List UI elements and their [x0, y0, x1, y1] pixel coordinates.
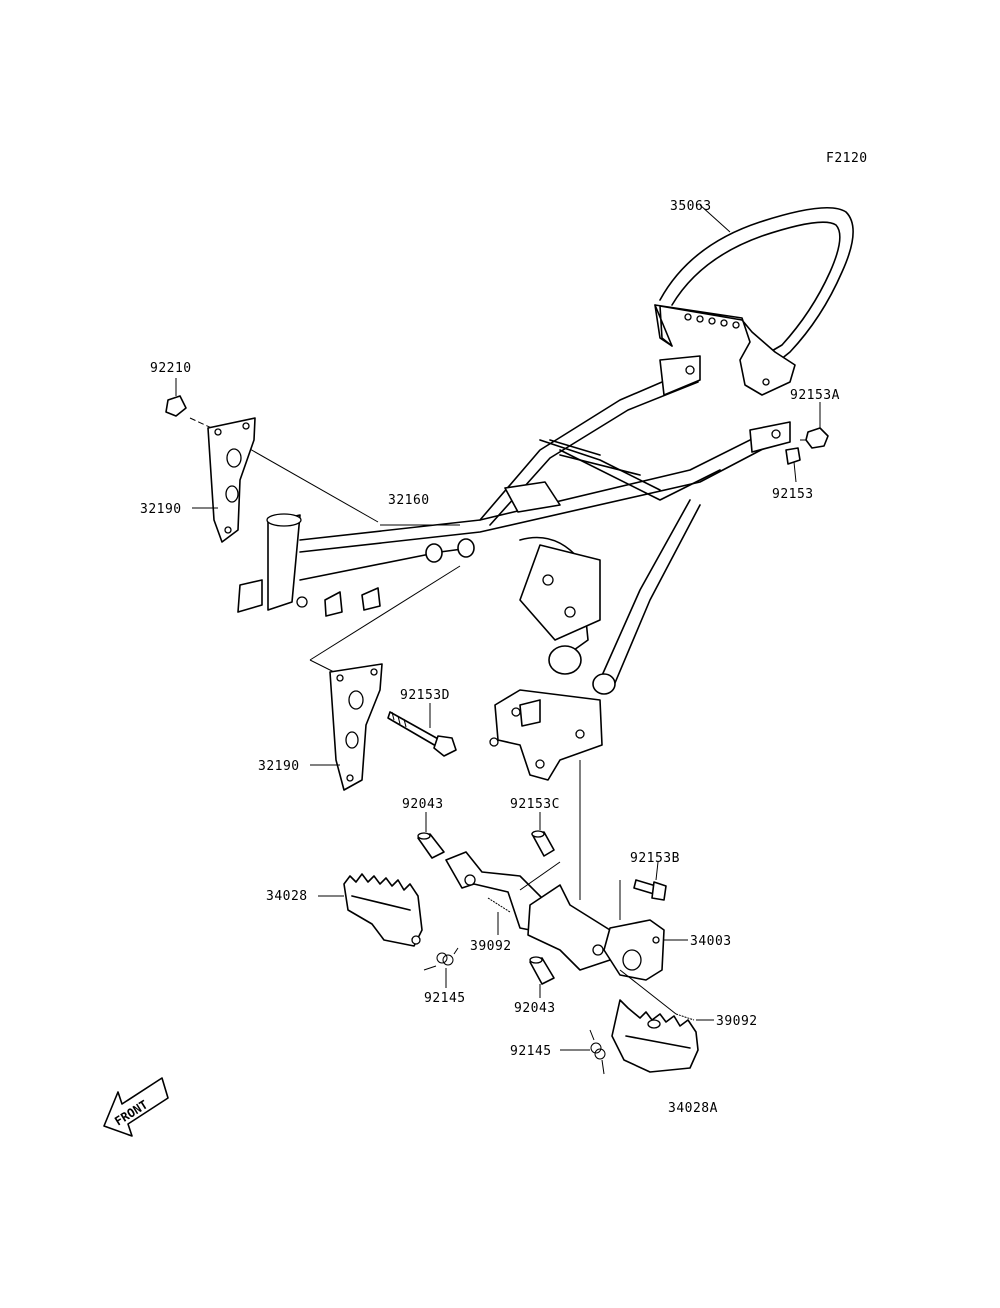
- pin-92043-lower: [529, 956, 555, 985]
- footpeg-34028: [343, 873, 423, 947]
- callout-34028A: 34028A: [668, 1101, 718, 1116]
- bolt-92153D: [387, 711, 457, 757]
- footpeg-bracket-34003: [603, 919, 665, 981]
- callout-92153B: 92153B: [630, 851, 680, 866]
- figure-code: F2120: [826, 151, 868, 166]
- bolt-92153B: [633, 879, 667, 901]
- bolt-92153: [785, 447, 801, 465]
- callout-92145-right: 92145: [510, 1044, 552, 1059]
- bracket-plate-32190-lower: [329, 663, 383, 791]
- callout-39092-right: 39092: [716, 1014, 758, 1029]
- callout-32190-upper: 32190: [140, 502, 182, 517]
- callout-92153C: 92153C: [510, 797, 560, 812]
- callout-92153D: 92153D: [400, 688, 450, 703]
- footpeg-bracket: [445, 851, 611, 971]
- callout-32160: 32160: [388, 493, 430, 508]
- callout-92210: 92210: [150, 361, 192, 376]
- bolt-92153A: [805, 427, 829, 449]
- callout-39092-left: 39092: [470, 939, 512, 954]
- bracket-plate-32190-upper: [207, 417, 256, 543]
- pin-39092-left: [487, 897, 511, 913]
- callout-35063: 35063: [670, 199, 712, 214]
- nut-92210: [165, 395, 187, 417]
- callout-92153: 92153: [772, 487, 814, 502]
- callout-92153A: 92153A: [790, 388, 840, 403]
- callout-34003: 34003: [690, 934, 732, 949]
- main-frame-32160: [237, 355, 791, 781]
- bolt-92153C: [531, 830, 555, 857]
- pin-39092-right: [675, 1013, 695, 1021]
- spring-92145-right: [589, 1029, 606, 1075]
- spring-92145-left: [423, 947, 459, 971]
- pin-92043-upper: [417, 832, 445, 859]
- front-arrow-icon: FRONT: [103, 1077, 169, 1137]
- callout-92043-upper: 92043: [402, 797, 444, 812]
- footpeg-34028A: [611, 999, 699, 1073]
- grab-bar-35063: [654, 207, 854, 396]
- callout-32190-lower: 32190: [258, 759, 300, 774]
- callout-92145-left: 92145: [424, 991, 466, 1006]
- callout-92043-lower: 92043: [514, 1001, 556, 1016]
- callout-34028: 34028: [266, 889, 308, 904]
